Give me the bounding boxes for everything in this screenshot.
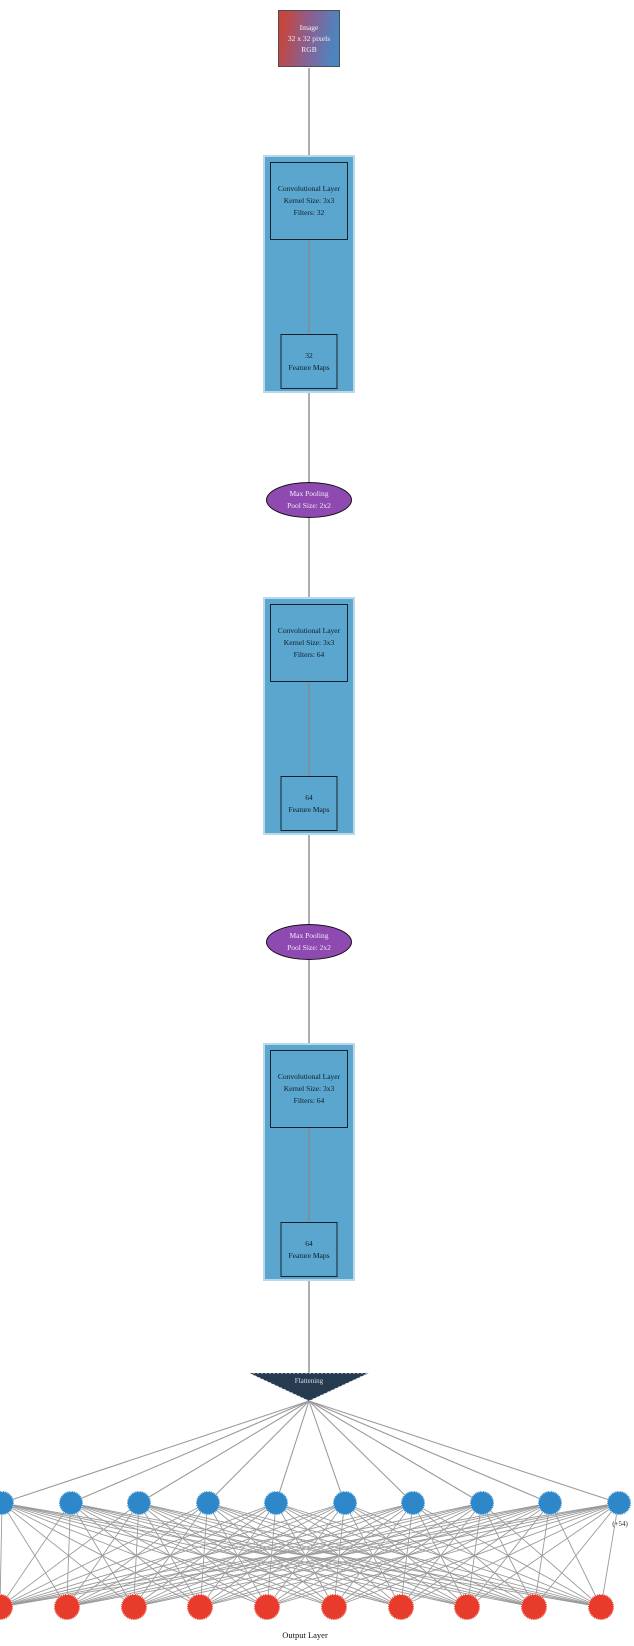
dense-node — [538, 1491, 562, 1515]
conv-layer-3: Convolutional Layer Kernel Size: 3x3 Fil… — [263, 1043, 355, 1281]
conv-layer-1: Convolutional Layer Kernel Size: 3x3 Fil… — [263, 155, 355, 393]
output-node — [320, 1594, 347, 1620]
conv-layer-1-feature-maps-box: 32 Feature Maps — [280, 334, 338, 389]
conv-layer-2-filters: Filters: 64 — [293, 650, 325, 659]
conv-layer-3-maps-label: Feature Maps — [288, 1250, 330, 1260]
flattening-triangle — [248, 1372, 370, 1402]
conv-layer-1-maps-label: Feature Maps — [288, 362, 330, 372]
dense-node — [401, 1491, 425, 1515]
conv-layer-3-title: Convolutional Layer — [277, 1072, 341, 1081]
dense-node — [127, 1491, 151, 1515]
output-node — [187, 1594, 214, 1620]
max-pooling-2-size: Pool Size: 2x2 — [287, 943, 331, 952]
dense-overflow-count: (+54) — [612, 1520, 628, 1528]
dense-node — [264, 1491, 288, 1515]
flattening-label: Flattening — [294, 1377, 324, 1385]
output-node — [454, 1594, 481, 1620]
output-node — [120, 1594, 147, 1620]
output-node — [588, 1594, 614, 1620]
conv-layer-3-kernel: Kernel Size: 3x3 — [283, 1084, 335, 1093]
conv-layer-2-title: Convolutional Layer — [277, 626, 341, 635]
input-line-1: Image — [299, 23, 319, 32]
output-node — [521, 1594, 548, 1620]
input-image-box: Image 32 x 32 pixels RGB — [278, 10, 340, 67]
conv-layer-1-inner-connector — [308, 240, 310, 335]
conv-layer-3-label-box: Convolutional Layer Kernel Size: 3x3 Fil… — [270, 1050, 348, 1128]
conv-layer-2-inner-connector — [308, 682, 310, 777]
max-pooling-1-size: Pool Size: 2x2 — [287, 501, 331, 510]
output-layer-label: Output Layer — [282, 1630, 328, 1640]
conv-layer-2-label-box: Convolutional Layer Kernel Size: 3x3 Fil… — [270, 604, 348, 682]
conv-layer-3-maps-count: 64 — [305, 1238, 313, 1248]
conv-layer-2: Convolutional Layer Kernel Size: 3x3 Fil… — [263, 597, 355, 835]
dense-node — [469, 1491, 494, 1515]
conv-layer-3-inner-connector — [308, 1128, 310, 1223]
max-pooling-1-title: Max Pooling — [289, 489, 329, 498]
conv-layer-2-maps-count: 64 — [305, 792, 313, 802]
input-line-3: RGB — [301, 45, 317, 54]
output-node — [53, 1594, 80, 1620]
max-pooling-2-title: Max Pooling — [289, 931, 329, 940]
dense-node — [195, 1491, 220, 1515]
conv-layer-2-kernel: Kernel Size: 3x3 — [283, 638, 335, 647]
conv-layer-1-maps-count: 32 — [305, 350, 313, 360]
max-pooling-2: Max Pooling Pool Size: 2x2 — [266, 924, 352, 960]
dense-node — [332, 1491, 357, 1515]
output-node — [387, 1594, 414, 1620]
conv-layer-2-feature-maps-box: 64 Feature Maps — [280, 776, 338, 831]
output-node — [254, 1594, 281, 1620]
max-pooling-1: Max Pooling Pool Size: 2x2 — [266, 482, 352, 518]
dense-node — [58, 1491, 83, 1515]
conv-layer-1-kernel: Kernel Size: 3x3 — [283, 196, 335, 205]
conv-layer-1-title: Convolutional Layer — [277, 184, 341, 193]
conv-layer-3-feature-maps-box: 64 Feature Maps — [280, 1222, 338, 1277]
input-line-2: 32 x 32 pixels — [287, 34, 331, 43]
conv-layer-1-filters: Filters: 32 — [293, 208, 325, 217]
dense-node — [606, 1491, 631, 1515]
conv-layer-3-filters: Filters: 64 — [293, 1096, 325, 1105]
conv-layer-2-maps-label: Feature Maps — [288, 804, 330, 814]
conv-layer-1-label-box: Convolutional Layer Kernel Size: 3x3 Fil… — [270, 162, 348, 240]
